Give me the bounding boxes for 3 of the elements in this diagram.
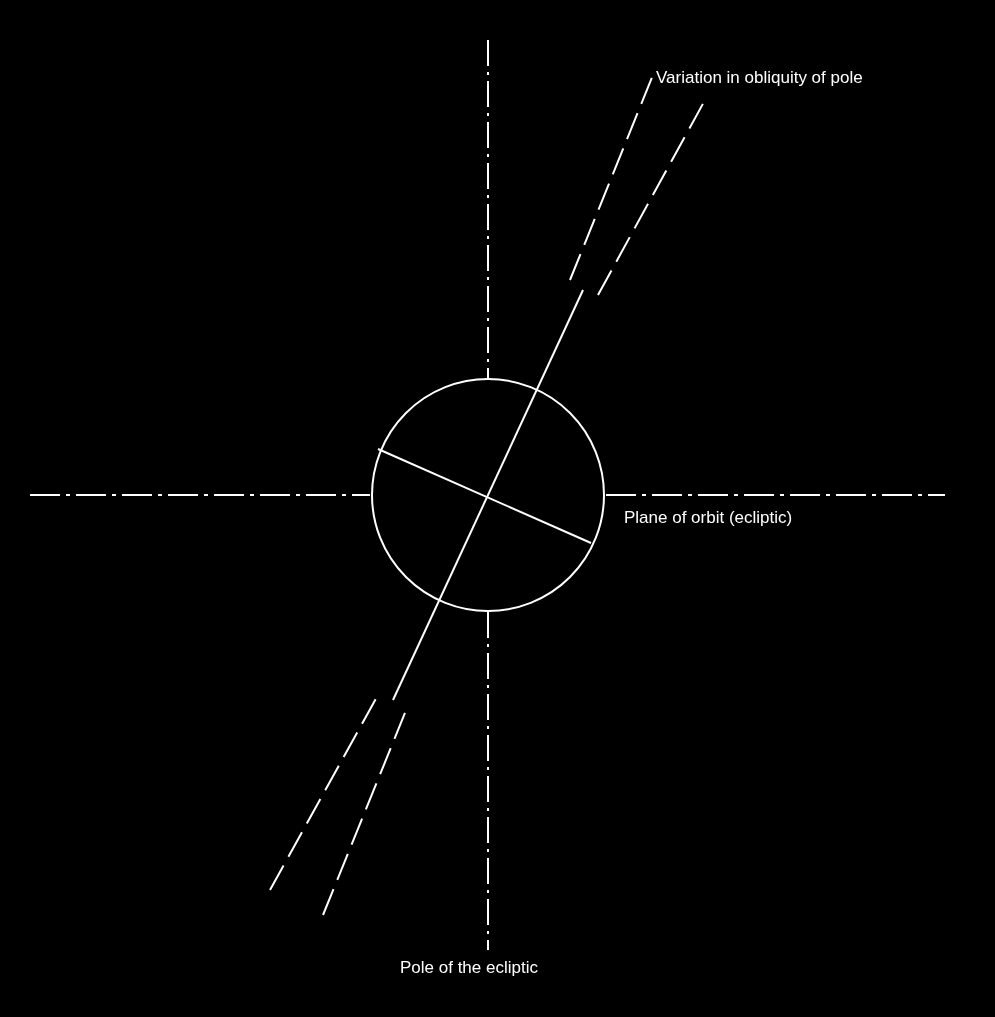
axis-label: Pole of the ecliptic: [400, 958, 538, 978]
axis-label: Plane of orbit (ecliptic): [624, 508, 793, 528]
axis-label: Variation in obliquity of pole: [656, 68, 863, 88]
